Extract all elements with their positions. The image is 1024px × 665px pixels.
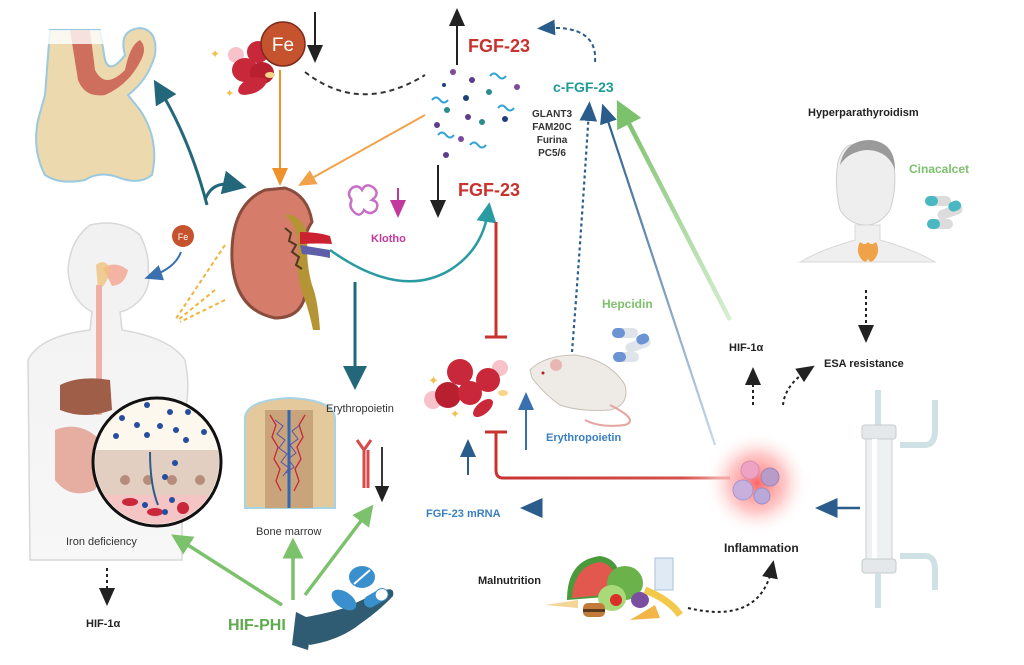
erythropoietin-receptor-icon bbox=[355, 439, 373, 488]
inflammation-label: Inflammation bbox=[724, 541, 799, 555]
cfgf23-feedback-dashed-arrow bbox=[537, 19, 597, 63]
dialyzer-illustration bbox=[861, 390, 938, 608]
hif-phi-hand-pills-icon bbox=[292, 566, 394, 650]
patient-head-thyroid-illustration bbox=[798, 140, 937, 263]
erythropoietin-label-mouse: Erythropoietin bbox=[546, 432, 622, 444]
platelet-icon: ✦ bbox=[450, 407, 460, 421]
iron-intake-arrow bbox=[144, 251, 182, 281]
inflammation-inhibits-erythropoiesis-line bbox=[494, 432, 730, 480]
cinacalcet-pills-icon bbox=[925, 196, 963, 229]
hif1a-label-right: HIF-1α bbox=[729, 342, 764, 354]
fe-label-large: Fe bbox=[272, 35, 294, 56]
bone-illustration bbox=[35, 26, 157, 183]
cinacalcet-label: Cinacalcet bbox=[909, 162, 970, 176]
platelet-icon: ✦ bbox=[225, 88, 234, 100]
enzyme-label: PC5/6 bbox=[538, 148, 566, 159]
fgf23-mrna-label: FGF-23 mRNA bbox=[426, 508, 501, 520]
mouse-illustration bbox=[529, 354, 631, 427]
hif1a-label-left: HIF-1α bbox=[86, 618, 121, 630]
enzymes-list: GLANT3 FAM20C Furina PC5/6 bbox=[524, 108, 580, 160]
body-to-bone-arrow bbox=[153, 79, 209, 206]
malnutrition-to-inflammation-dotted-arrow bbox=[687, 560, 778, 613]
iron-fe-small: Fe bbox=[172, 225, 194, 247]
esa-resistance-label: ESA resistance bbox=[824, 358, 904, 370]
fe-label-small: Fe bbox=[178, 232, 189, 242]
hif1a-to-cfgf23-arrow bbox=[616, 99, 733, 322]
iron-deficiency-label: Iron deficiency bbox=[66, 536, 137, 548]
fgf23-label-mid: FGF-23 bbox=[458, 180, 521, 200]
hif-phi-label: HIF-PHI bbox=[228, 617, 286, 634]
hifphi-to-iron-deficiency-arrow bbox=[171, 534, 283, 607]
bone-marrow-label: Bone marrow bbox=[256, 526, 322, 538]
klotho-protein-icon bbox=[347, 184, 379, 216]
enzyme-label: Furina bbox=[536, 135, 568, 146]
hepcidin-pills-icon bbox=[612, 328, 651, 362]
erythropoietin-label-left: Erythropoietin bbox=[326, 403, 394, 415]
enzyme-label: GLANT3 bbox=[532, 109, 572, 120]
kidney-to-fgf23-arrow bbox=[329, 202, 497, 283]
enzyme-label: FAM20C bbox=[532, 122, 572, 133]
inflammation-cells-illustration bbox=[705, 431, 809, 535]
kidney-illustration bbox=[230, 186, 332, 330]
iron-fgf-dashed-link bbox=[304, 71, 426, 96]
food-illustration bbox=[545, 556, 683, 620]
inflammation-to-cfgf23-arrow bbox=[600, 103, 717, 446]
inflammation-to-esa-dotted-arrow bbox=[782, 365, 815, 406]
kidney-body-dashed-links bbox=[174, 244, 226, 323]
iron-fe-large: Fe bbox=[260, 21, 306, 67]
platelet-icon: ✦ bbox=[428, 373, 439, 388]
intestine-magnifier bbox=[91, 396, 223, 528]
body-to-kidney-arrow bbox=[203, 170, 247, 201]
fgf23-molecule-cloud bbox=[431, 69, 520, 158]
red-blood-cells-top: ✦ ✦ bbox=[210, 41, 275, 100]
malnutrition-label: Malnutrition bbox=[478, 575, 541, 587]
hifphi-to-erythropoietin-arrow bbox=[303, 504, 374, 597]
fgf23-to-kidney-arrow bbox=[298, 114, 426, 186]
hepcidin-label: Hepcidin bbox=[602, 297, 653, 311]
cfgf23-label: c-FGF-23 bbox=[553, 79, 614, 95]
mouse-to-cfgf23-dotted-arrow bbox=[570, 101, 598, 353]
fgf23-label-top: FGF-23 bbox=[468, 36, 531, 56]
hyperparathyroidism-label: Hyperparathyroidism bbox=[808, 107, 919, 119]
platelet-icon: ✦ bbox=[210, 47, 220, 61]
red-blood-cells-middle: ✦ ✦ bbox=[424, 359, 508, 421]
bone-marrow-illustration bbox=[244, 396, 336, 509]
klotho-label: Klotho bbox=[371, 233, 406, 245]
